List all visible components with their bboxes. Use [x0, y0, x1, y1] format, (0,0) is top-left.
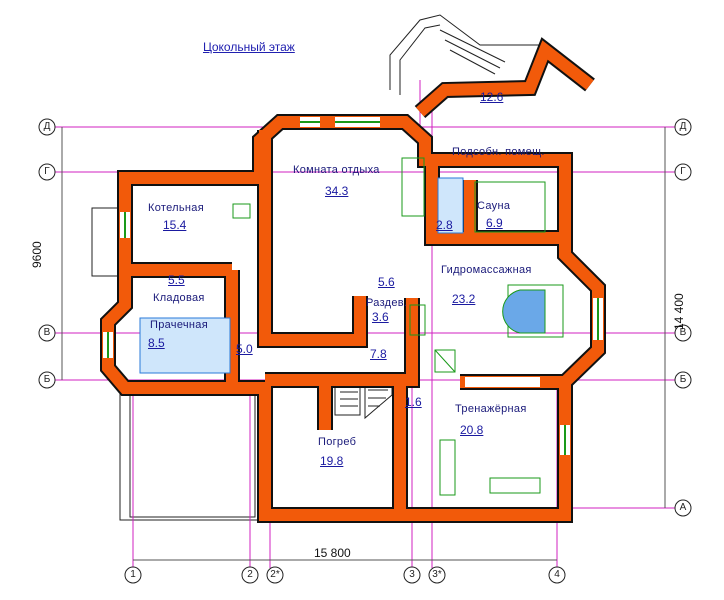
room-area-1-6: 1.6 [405, 395, 422, 409]
axis-label-d-left: Д [43, 121, 51, 132]
room-area-boiler: 15.4 [163, 218, 187, 232]
axis-label-v-right: В [679, 327, 687, 338]
room-area-sauna: 6.9 [486, 216, 503, 230]
plan-title: Цокольный этаж [203, 40, 295, 54]
room-area-gym: 20.8 [460, 423, 484, 437]
dimension-bottom: 15 800 [314, 546, 351, 560]
room-name-utility: Подсобн. помещ. [452, 146, 545, 158]
dimension-right: 14 400 [672, 293, 686, 330]
axis-label-4: 4 [554, 569, 560, 580]
axis-label-3star: 3* [432, 569, 442, 580]
dimension-lines [61, 127, 666, 561]
room-area-hydromassage: 23.2 [452, 292, 476, 306]
axis-label-g-left: Г [44, 166, 50, 177]
room-name-cellar: Погреб [318, 436, 357, 448]
axis-label-2: 2 [247, 569, 253, 580]
boiler [232, 203, 251, 219]
room-area-cellar: 19.8 [320, 454, 344, 468]
gym-equipment [439, 439, 456, 496]
room-name-storage: Кладовая [153, 292, 205, 304]
dimension-left: 9600 [30, 241, 44, 268]
room-name-lounge: Комната отдыха [293, 164, 380, 176]
room-name-laundry: Прачечная [150, 319, 208, 331]
room-name-sauna: Сауна [477, 200, 511, 212]
axis-label-2star: 2* [270, 569, 280, 580]
fixtures [232, 157, 564, 496]
sauna-bench [474, 181, 546, 233]
room-area-laundry: 8.5 [148, 336, 165, 350]
room-area-hall-5-0: 5.0 [236, 342, 253, 356]
axis-label-3: 3 [409, 569, 415, 580]
room-name-changing: Раздев. [366, 297, 408, 309]
room-area-changing: 3.6 [372, 310, 389, 324]
axis-label-1: 1 [130, 569, 136, 580]
axis-label-v-left: В [43, 327, 51, 338]
tiled-floors [139, 177, 464, 374]
axis-bubbles [38, 118, 692, 584]
room-area-shower: 2.8 [436, 218, 453, 232]
room-name-hydromassage: Гидромассажная [441, 264, 532, 276]
axis-label-a-right: А [679, 502, 687, 513]
axis-label-g-right: Г [680, 166, 686, 177]
room-area-utility: 12.6 [480, 90, 504, 104]
room-area-lounge: 34.3 [325, 184, 349, 198]
room-area-hall-7-8: 7.8 [370, 347, 387, 361]
axis-label-d-right: Д [679, 121, 687, 132]
axis-label-b-right: Б [679, 374, 687, 385]
room-name-boiler: Котельная [148, 202, 204, 214]
room-area-storage: 5.5 [168, 273, 185, 287]
axis-label-b-left: Б [43, 374, 51, 385]
room-area-corridor-5-6: 5.6 [378, 275, 395, 289]
room-name-gym: Тренажёрная [455, 403, 527, 415]
walls [100, 37, 606, 523]
